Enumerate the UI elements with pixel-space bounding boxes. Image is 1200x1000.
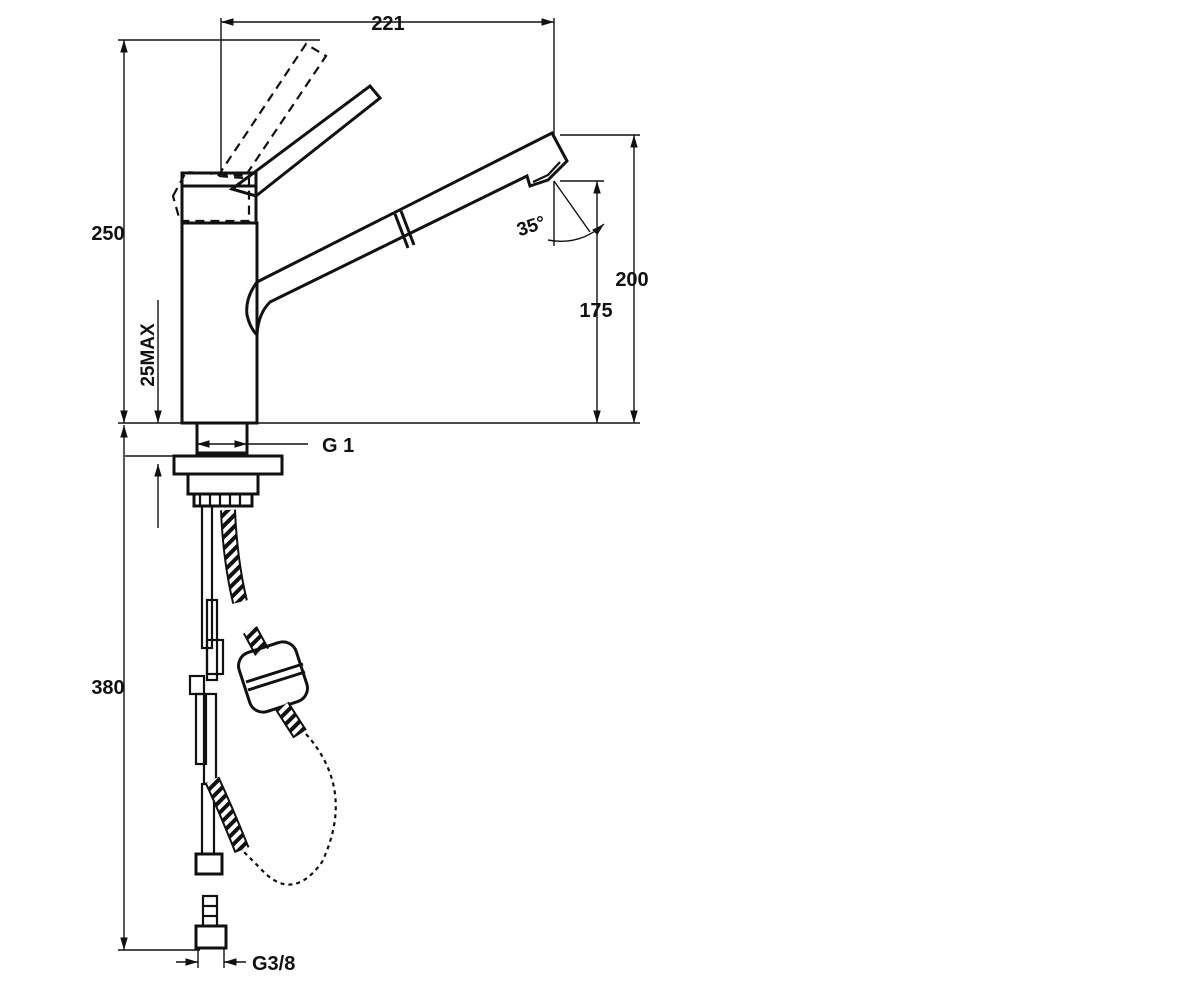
handle-open-position bbox=[171, 42, 328, 223]
total-height-value: 250 bbox=[91, 223, 124, 245]
hose-counterweight bbox=[237, 626, 309, 739]
deck-thickness-value: 25MAX bbox=[138, 323, 159, 387]
below-deck-dimension: 380 bbox=[91, 425, 200, 951]
spray-angle-dimension: 35° bbox=[514, 180, 605, 246]
supply-hoses bbox=[188, 504, 337, 886]
spout-top-height-value: 200 bbox=[615, 269, 648, 291]
supply-thread-label: G3/8 bbox=[252, 953, 295, 975]
total-height-dimension: 250 bbox=[91, 39, 640, 424]
spray-angle-value: 35° bbox=[514, 212, 548, 241]
body-column bbox=[180, 221, 259, 425]
mount-thread-label: G 1 bbox=[322, 435, 354, 457]
lever-handle bbox=[180, 83, 383, 225]
deck-thickness-dimension: 25MAX bbox=[125, 300, 190, 528]
reach-value: 221 bbox=[371, 13, 404, 35]
spout bbox=[245, 131, 569, 337]
faucet-body bbox=[171, 42, 569, 425]
below-deck-value: 380 bbox=[91, 677, 124, 699]
spout-top-height-dimension: 200 bbox=[560, 134, 649, 423]
reach-dimension: 221 bbox=[220, 13, 555, 170]
outlet-height-value: 175 bbox=[579, 300, 612, 322]
supply-connector: G3/8 bbox=[176, 894, 295, 975]
outlet-height-dimension: 175 bbox=[560, 180, 613, 423]
mounting-assembly: G 1 bbox=[172, 421, 354, 508]
